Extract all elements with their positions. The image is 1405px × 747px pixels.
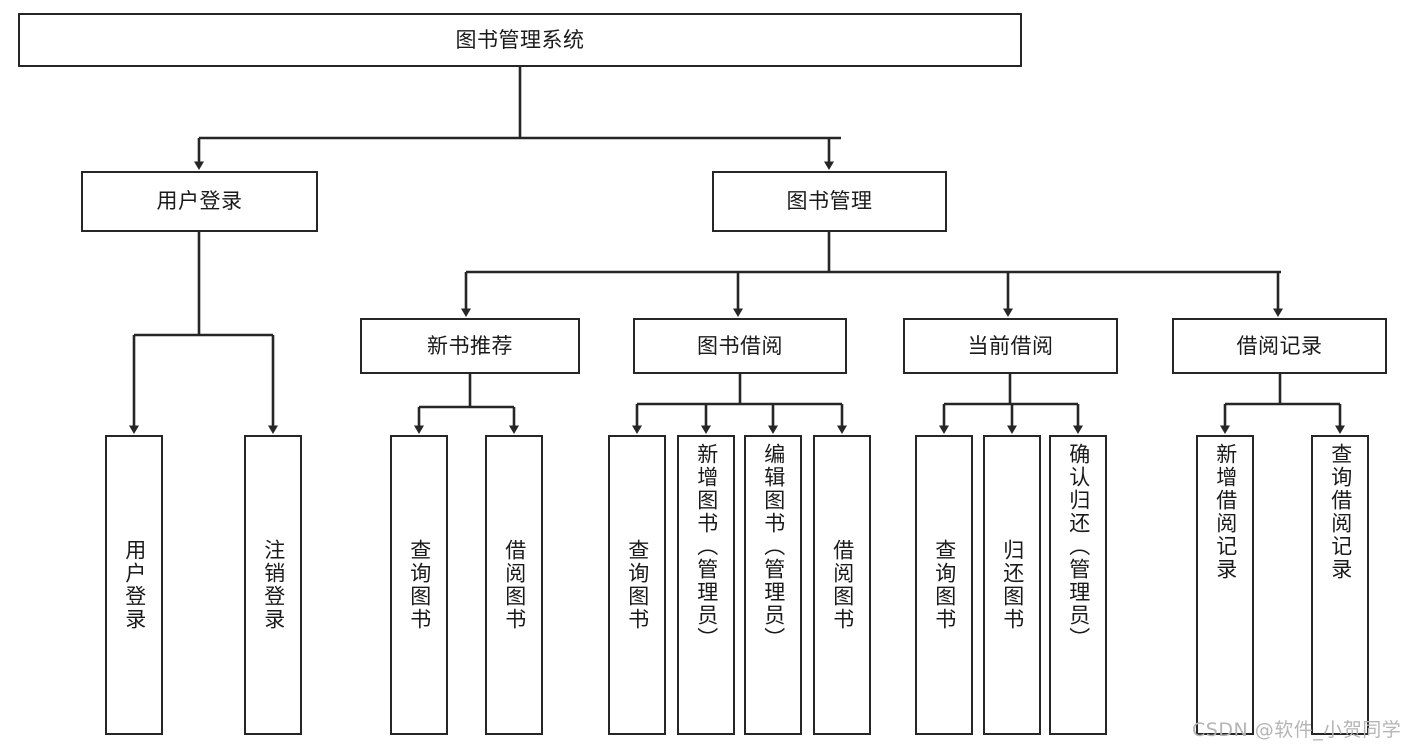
node-leaf-query-book-1[interactable]: 查询图书 <box>390 435 448 735</box>
node-leaf-borrow-book-2[interactable]: 借阅图书 <box>813 435 871 735</box>
node-current-borrow-label: 当前借阅 <box>967 333 1054 358</box>
node-leaf-query-book-3[interactable]: 查询图书 <box>915 435 973 735</box>
node-leaf-query-book-2[interactable]: 查询图书 <box>608 435 666 735</box>
node-leaf-return-book[interactable]: 归还图书 <box>983 435 1041 735</box>
node-new-book-recommend-label: 新书推荐 <box>427 333 513 358</box>
node-leaf-add-borrow-record[interactable]: 新增借阅记录 <box>1196 435 1254 735</box>
node-leaf-edit-book-admin-label: 编辑图书（管理员） <box>761 443 786 650</box>
node-leaf-user-logout[interactable]: 注销登录 <box>244 435 302 735</box>
node-borrow-record[interactable]: 借阅记录 <box>1172 318 1387 374</box>
node-current-borrow[interactable]: 当前借阅 <box>903 318 1118 374</box>
node-leaf-edit-book-admin[interactable]: 编辑图书（管理员） <box>744 435 802 735</box>
node-borrow-record-label: 借阅记录 <box>1236 333 1323 358</box>
edge-bookmgmt-to-level3 <box>461 232 1283 317</box>
node-leaf-add-borrow-record-label: 新增借阅记录 <box>1213 443 1238 581</box>
node-leaf-add-book-admin-label: 新增图书（管理员） <box>694 443 719 650</box>
node-book-management[interactable]: 图书管理 <box>712 171 947 232</box>
node-leaf-confirm-return-admin-label: 确认归还（管理员） <box>1066 443 1091 650</box>
node-leaf-borrow-book-1-label: 借阅图书 <box>502 539 527 631</box>
node-leaf-query-borrow-record-label: 查询借阅记录 <box>1328 443 1353 581</box>
node-leaf-user-logout-label: 注销登录 <box>261 539 286 631</box>
node-book-borrow-label: 图书借阅 <box>697 333 783 358</box>
node-leaf-borrow-book-2-label: 借阅图书 <box>830 539 855 631</box>
node-leaf-confirm-return-admin[interactable]: 确认归还（管理员） <box>1049 435 1107 735</box>
node-root-label: 图书管理系统 <box>455 27 585 52</box>
node-book-borrow[interactable]: 图书借阅 <box>633 318 847 374</box>
watermark: CSDN @软件_小贺同学 <box>1192 719 1402 741</box>
node-leaf-user-login-label: 用户登录 <box>122 539 147 631</box>
node-new-book-recommend[interactable]: 新书推荐 <box>360 318 580 374</box>
node-leaf-add-book-admin[interactable]: 新增图书（管理员） <box>677 435 735 735</box>
node-leaf-return-book-label: 归还图书 <box>1000 539 1025 631</box>
edge-currentborrow-to-leaves <box>939 374 1083 434</box>
node-user-login[interactable]: 用户登录 <box>81 171 318 232</box>
node-leaf-query-book-1-label: 查询图书 <box>407 539 432 631</box>
edge-root-to-level2 <box>194 67 841 170</box>
node-leaf-user-login[interactable]: 用户登录 <box>105 435 163 735</box>
node-root-system[interactable]: 图书管理系统 <box>18 13 1022 67</box>
node-leaf-borrow-book-1[interactable]: 借阅图书 <box>485 435 543 735</box>
edge-bookborrow-to-leaves <box>632 374 847 434</box>
node-user-login-label: 用户登录 <box>156 189 243 214</box>
edge-borrowrecord-to-leaves <box>1220 374 1345 434</box>
node-book-management-label: 图书管理 <box>786 189 873 214</box>
edge-userlogin-to-leaves <box>129 232 278 434</box>
node-leaf-query-borrow-record[interactable]: 查询借阅记录 <box>1311 435 1369 735</box>
node-leaf-query-book-2-label: 查询图书 <box>625 539 650 631</box>
node-leaf-query-book-3-label: 查询图书 <box>932 539 957 631</box>
edge-newbook-to-leaves <box>414 374 519 434</box>
